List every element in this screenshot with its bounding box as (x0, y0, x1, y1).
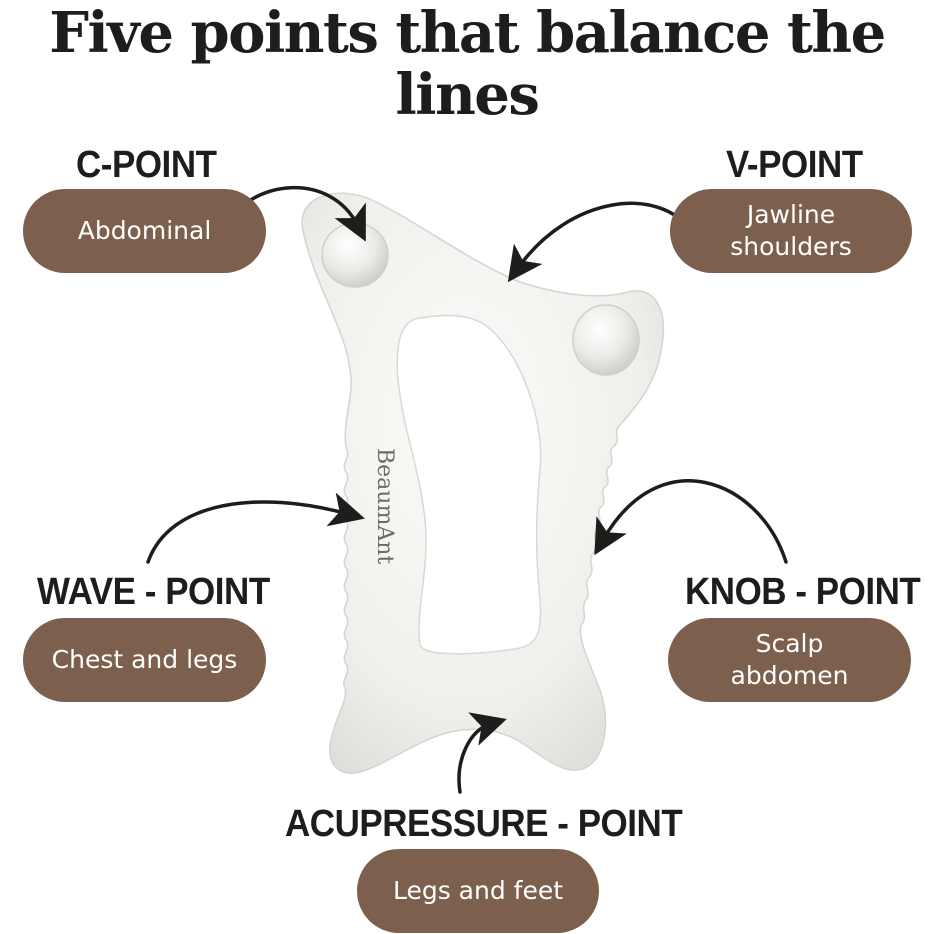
page-title: Five points that balance the lines (49, 0, 886, 128)
acupressure-point-arrow (457, 712, 507, 794)
brand-engraving: BeaumAnt (372, 448, 397, 564)
v-point-heading: V-POINT (726, 144, 863, 186)
c-point-knob (321, 222, 389, 288)
wave-point-description: Chest and legs (51, 645, 238, 674)
knob-point-heading: KNOB - POINT (685, 571, 921, 613)
wave-point-pill: Chest and legs (23, 618, 266, 702)
knob-point-arrow (594, 479, 788, 564)
tool-opening (396, 314, 542, 655)
v-point-description: Jawline shoulders (730, 200, 852, 261)
acupressure-point-pill: Legs and feet (357, 849, 599, 933)
wave-point-heading: WAVE - POINT (37, 571, 270, 613)
knob-point-knob (572, 304, 640, 376)
c-point-description: Abdominal (77, 216, 212, 245)
v-point-pill: Jawline shoulders (670, 189, 912, 273)
knob-point-description: Scalp abdomen (730, 629, 849, 690)
v-point-arrow (507, 201, 694, 283)
c-point-heading: C-POINT (76, 144, 217, 186)
c-point-pill: Abdominal (23, 189, 266, 273)
acupressure-point-description: Legs and feet (392, 876, 564, 905)
knob-point-pill: Scalp abdomen (668, 618, 911, 702)
acupressure-point-heading: ACUPRESSURE - POINT (285, 803, 683, 845)
wave-point-arrow (146, 492, 365, 564)
